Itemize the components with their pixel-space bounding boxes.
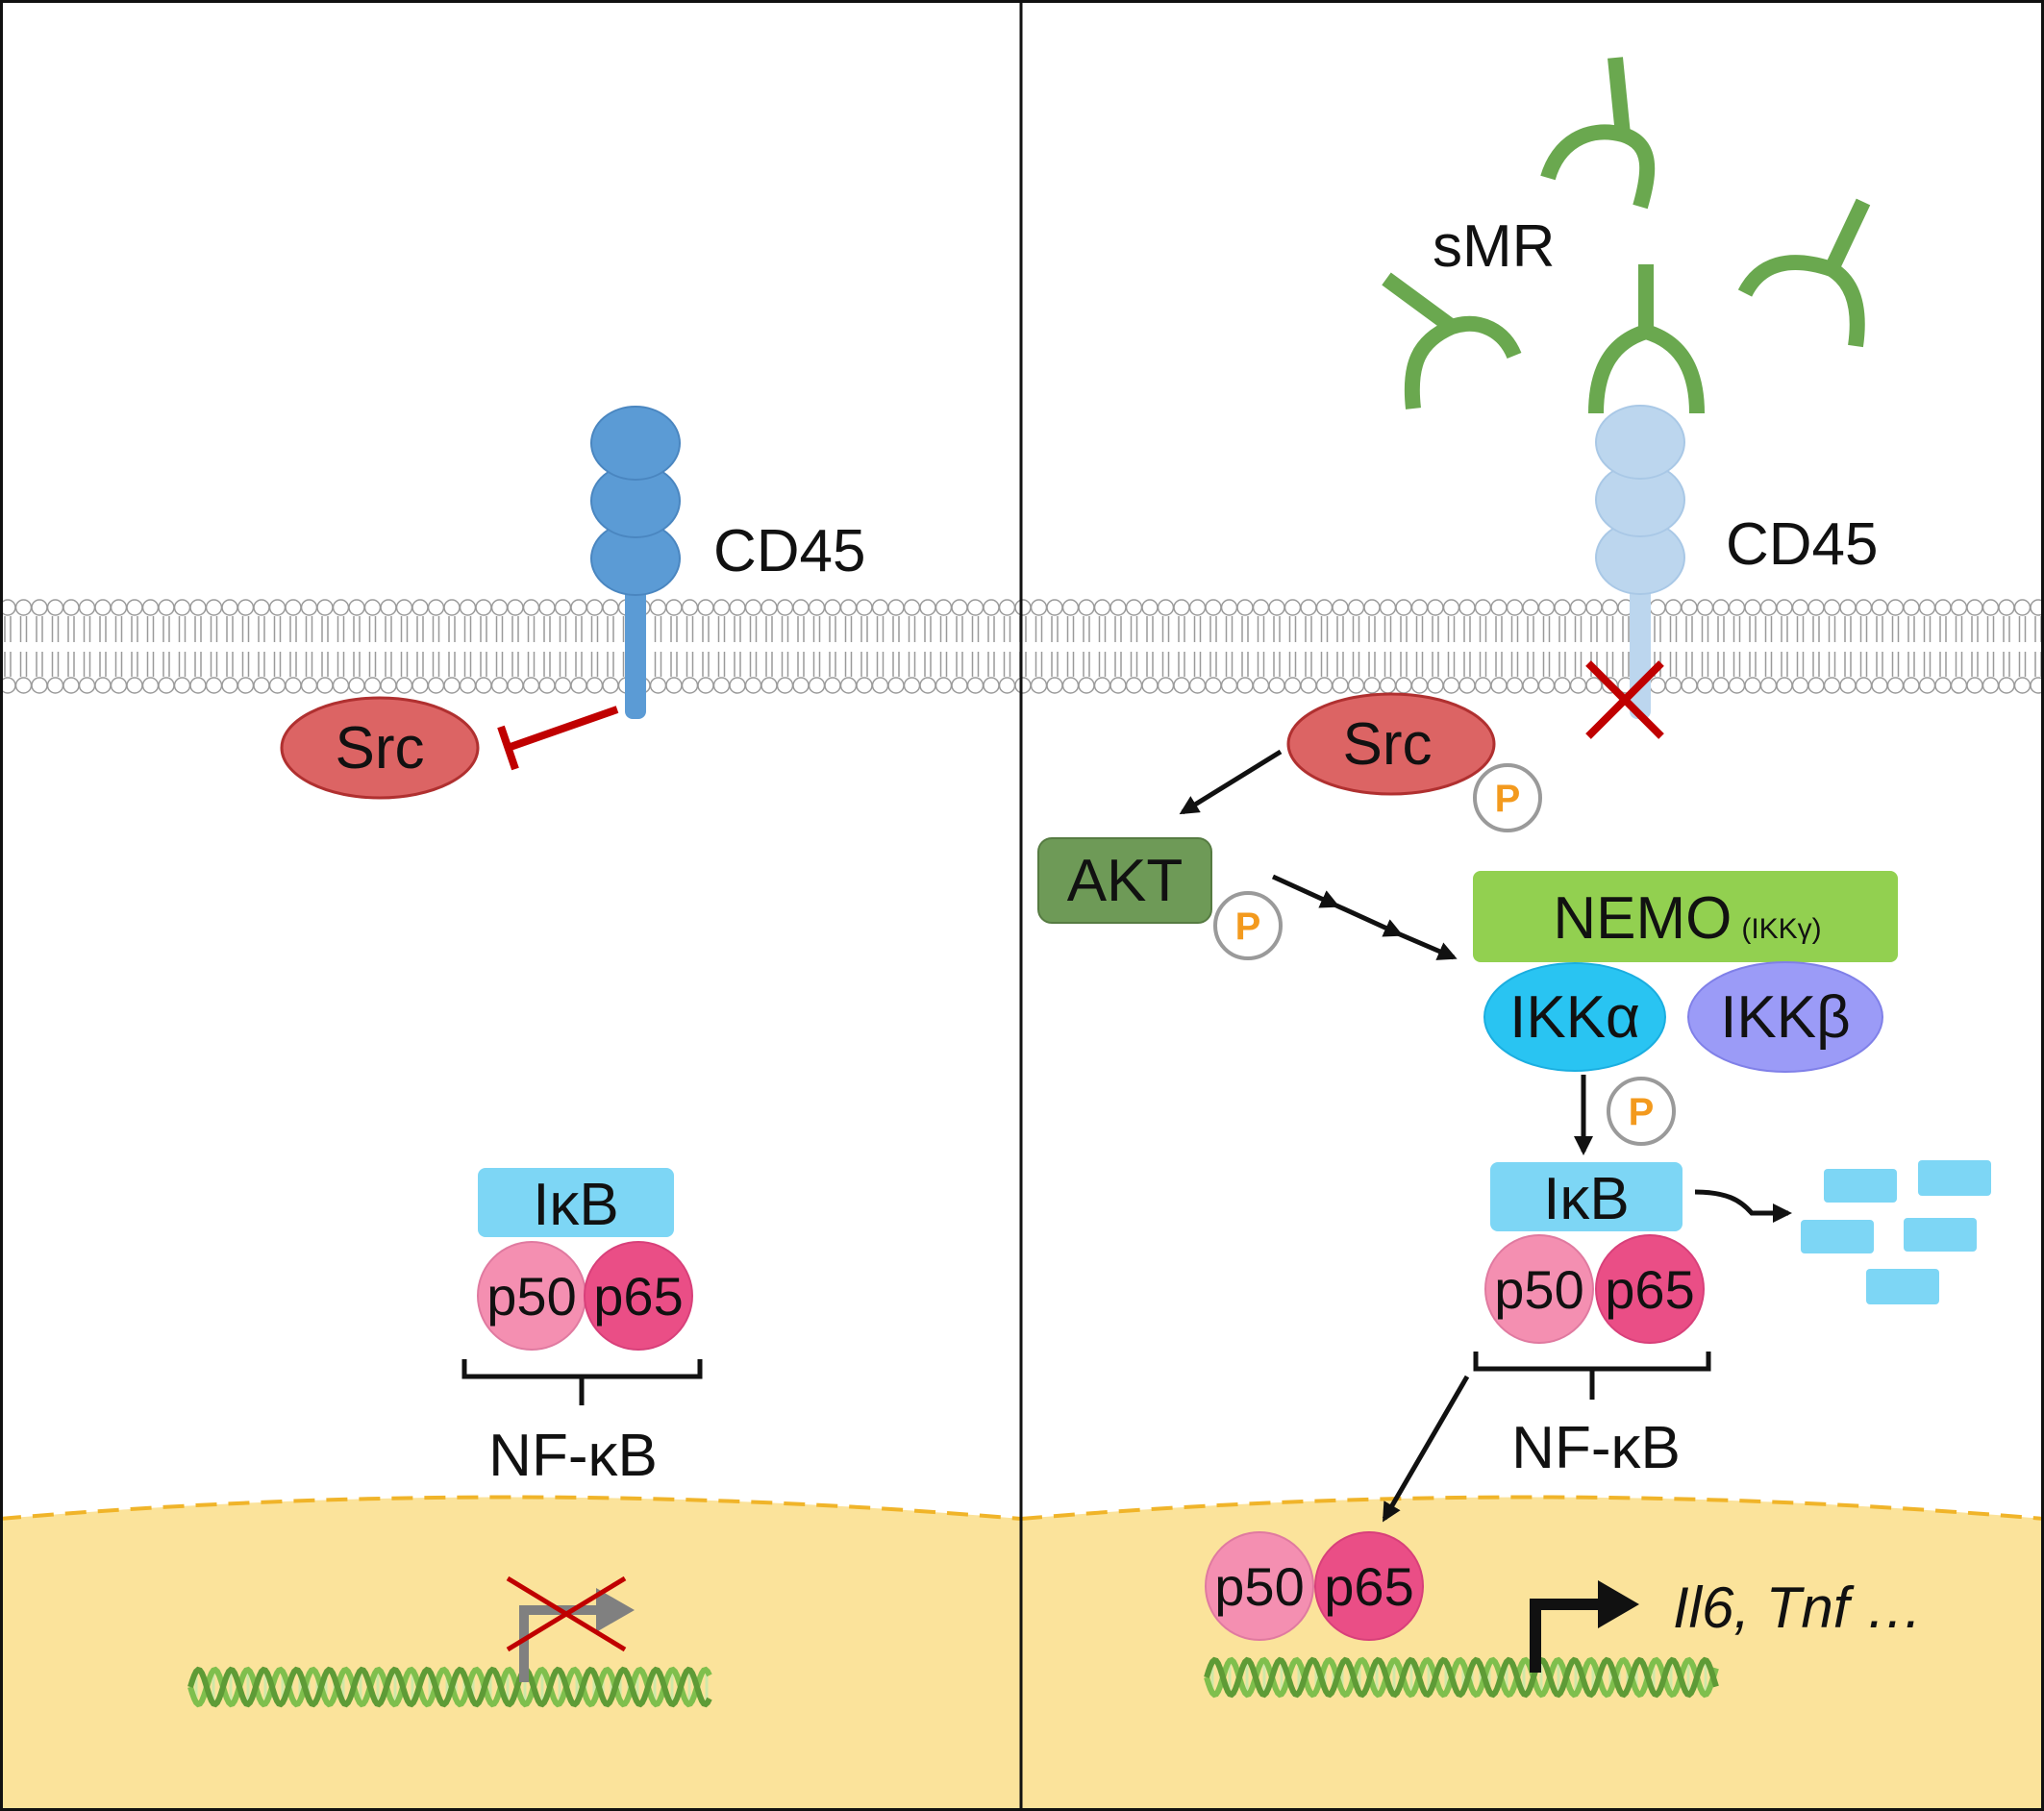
p65-right	[1595, 1234, 1705, 1344]
cd45-label-left: CD45	[713, 518, 866, 584]
p50-right	[1484, 1234, 1594, 1344]
nfkb-label-right: NF-κB	[1511, 1415, 1681, 1481]
nuclear-envelope-left	[0, 1495, 1022, 1521]
arrow-nfkb-to-nucleus	[1382, 1375, 1470, 1523]
phospho-letter: P	[1495, 778, 1521, 820]
arrow-src-to-akt	[1179, 749, 1283, 815]
nfkb-bracket-left	[461, 1359, 703, 1405]
nucleus-area-left	[0, 1497, 1021, 1811]
smr-ligand-icons	[1382, 57, 1871, 414]
src-label-left: Src	[336, 715, 425, 781]
nemo-label: NEMO(IKKγ)	[1553, 885, 1821, 952]
nfkb-label-left: NF-κB	[488, 1423, 658, 1489]
nfkb-bracket-right	[1473, 1352, 1711, 1400]
arrow-ikb-degradation	[1694, 1189, 1792, 1223]
src-kinase-right	[1286, 692, 1496, 796]
left-panel: CD45 Src IκB p50 p65 NF-κB	[187, 406, 866, 1708]
ikk-beta-label: IKKβ	[1720, 984, 1851, 1051]
p65-left	[584, 1241, 693, 1351]
akt-kinase	[1037, 837, 1212, 924]
akt-label: AKT	[1067, 848, 1184, 914]
p50-label-nuclear: p50	[1214, 1556, 1304, 1617]
lipid-tails	[4, 616, 2042, 677]
phospho-marker-2: P	[1213, 891, 1283, 960]
phospho-marker-1: P	[1473, 763, 1542, 832]
src-kinase-left	[280, 696, 480, 800]
ikb-label-left: IκB	[533, 1172, 619, 1238]
ikb-label-right: IκB	[1543, 1166, 1630, 1232]
cd45-receptor-active	[590, 406, 681, 719]
phospho-letter: P	[1629, 1091, 1655, 1133]
ikb-left	[478, 1168, 674, 1237]
nemo-ikk-gamma	[1473, 871, 1898, 962]
ikk-alpha	[1483, 962, 1666, 1072]
ikb-right	[1490, 1162, 1683, 1231]
dna-helix-icon	[1204, 1656, 1719, 1699]
smr-ligand-1	[1540, 57, 1656, 210]
arrow-akt-to-ikk-multistep-1	[1271, 874, 1340, 908]
smr-ligand-2	[1382, 272, 1522, 409]
p50-label-left: p50	[486, 1266, 576, 1327]
dna-helix-icon	[187, 1666, 712, 1708]
nuclear-envelope-right	[1020, 1495, 2044, 1521]
p65-label-right: p65	[1605, 1259, 1694, 1320]
target-genes-label: Il6, Tnf …	[1673, 1575, 1923, 1640]
phospho-letter: P	[1235, 906, 1261, 948]
degraded-ikb-fragments-icon	[1801, 1160, 1991, 1304]
cd45-label-right: CD45	[1726, 511, 1879, 578]
phosphorylation-markers: P P P	[1213, 763, 1676, 1146]
ikk-beta	[1687, 961, 1883, 1073]
smr-label: sMR	[1433, 213, 1555, 280]
blocked-x-icon	[1585, 660, 1664, 739]
transcription-arrow-icon	[1530, 1580, 1639, 1673]
p65-nuclear	[1314, 1531, 1424, 1641]
phospho-marker-3: P	[1607, 1077, 1676, 1146]
smr-ligand-3	[1588, 264, 1705, 414]
arrow-akt-to-ikk-multistep-2	[1334, 903, 1404, 937]
blocked-transcription-icon	[506, 1575, 635, 1682]
arrow-akt-to-ikk-multistep-3	[1399, 931, 1458, 960]
p50-label-right: p50	[1494, 1259, 1583, 1320]
inhibition-bar-icon	[497, 706, 619, 771]
src-label-right: Src	[1343, 711, 1433, 778]
cd45-receptor-blocked	[1595, 405, 1685, 719]
ikk-alpha-label: IKKα	[1509, 984, 1640, 1051]
signaling-arrows	[1179, 749, 1792, 1523]
right-panel: sMR CD45 Src AKT NEMO(IKKγ) IKKα IKKβ Iκ…	[1037, 57, 1991, 1699]
smr-ligand-4	[1737, 198, 1871, 348]
p50-nuclear	[1205, 1531, 1314, 1641]
lipid-heads	[0, 599, 2044, 694]
p65-label-nuclear: p65	[1324, 1556, 1413, 1617]
p65-label-left: p65	[593, 1266, 683, 1327]
